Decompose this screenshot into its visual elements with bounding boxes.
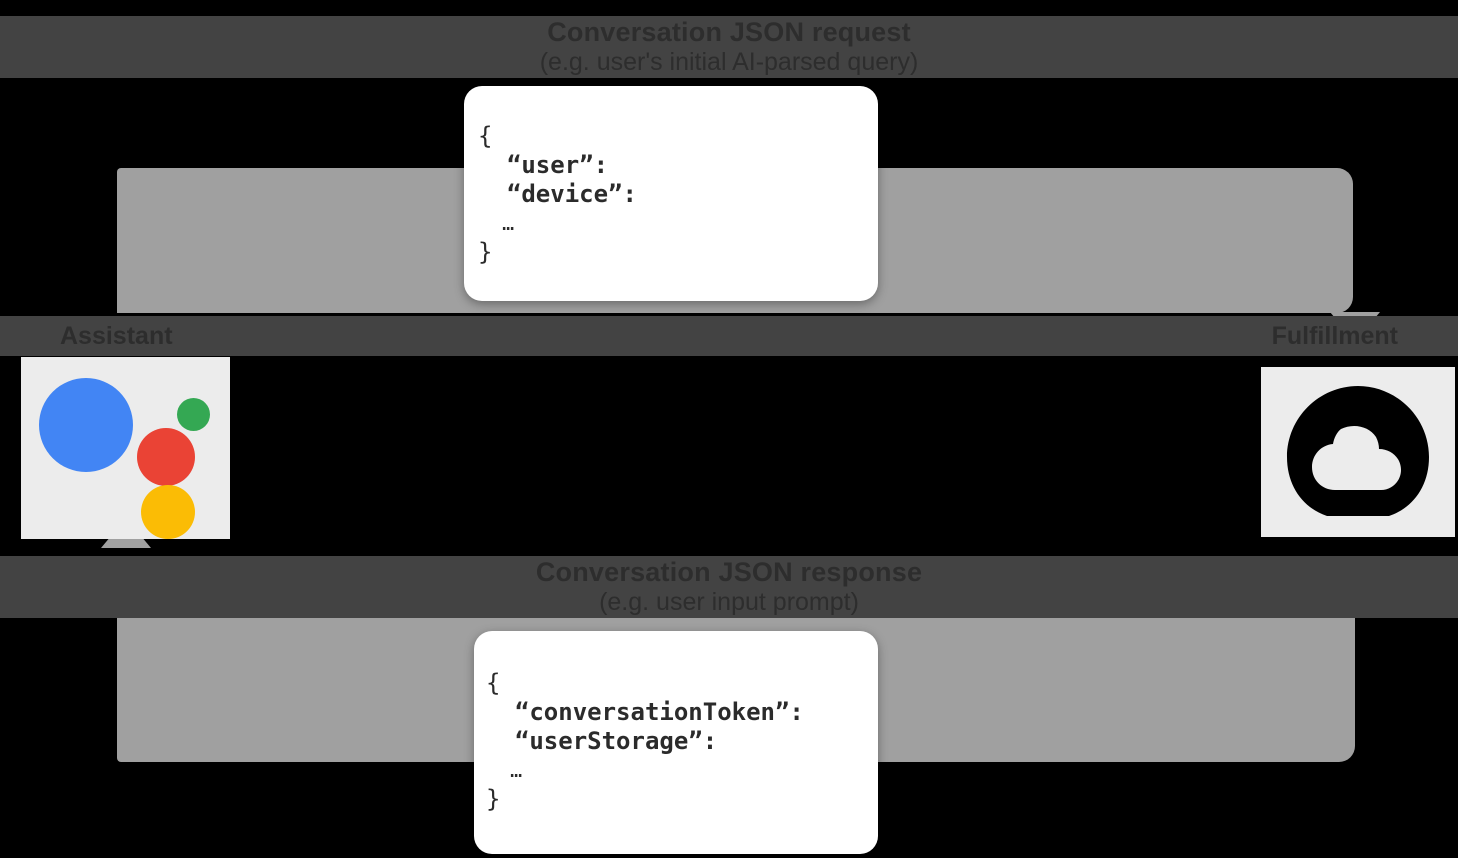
fulfillment-label: Fulfillment — [1271, 321, 1398, 350]
json-line: { — [478, 122, 493, 150]
json-line: “user”: — [478, 151, 609, 179]
request-json-card: { “user”: “device”: … } — [464, 86, 878, 301]
request-label-strip: Conversation JSON request (e.g. user's i… — [0, 16, 1458, 78]
assistant-dot-green — [176, 398, 210, 431]
response-subtitle: (e.g. user input prompt) — [599, 588, 859, 617]
endpoints-label-strip: Assistant Fulfillment — [0, 316, 1458, 356]
json-line: … — [486, 758, 523, 782]
response-json-card: { “conversationToken”: “userStorage”: … … — [474, 631, 878, 854]
cloud-icon — [1287, 386, 1429, 516]
assistant-dot-blue — [38, 378, 133, 472]
json-line: … — [478, 211, 515, 235]
assistant-node — [21, 357, 230, 539]
json-line: “userStorage”: — [486, 727, 718, 755]
request-title: Conversation JSON request — [547, 17, 911, 48]
json-line: } — [478, 238, 493, 266]
json-line: “conversationToken”: — [486, 698, 804, 726]
request-subtitle: (e.g. user's initial AI-parsed query) — [539, 48, 919, 77]
json-line: “device”: — [478, 180, 637, 208]
google-assistant-icon — [37, 368, 215, 539]
json-line: { — [486, 669, 501, 697]
assistant-dot-yellow — [140, 485, 195, 539]
json-line: } — [486, 785, 501, 813]
response-title: Conversation JSON response — [535, 557, 923, 588]
fulfillment-node — [1261, 367, 1455, 537]
assistant-dot-red — [136, 428, 195, 486]
assistant-label: Assistant — [60, 321, 173, 350]
response-label-strip: Conversation JSON response (e.g. user in… — [0, 556, 1458, 618]
